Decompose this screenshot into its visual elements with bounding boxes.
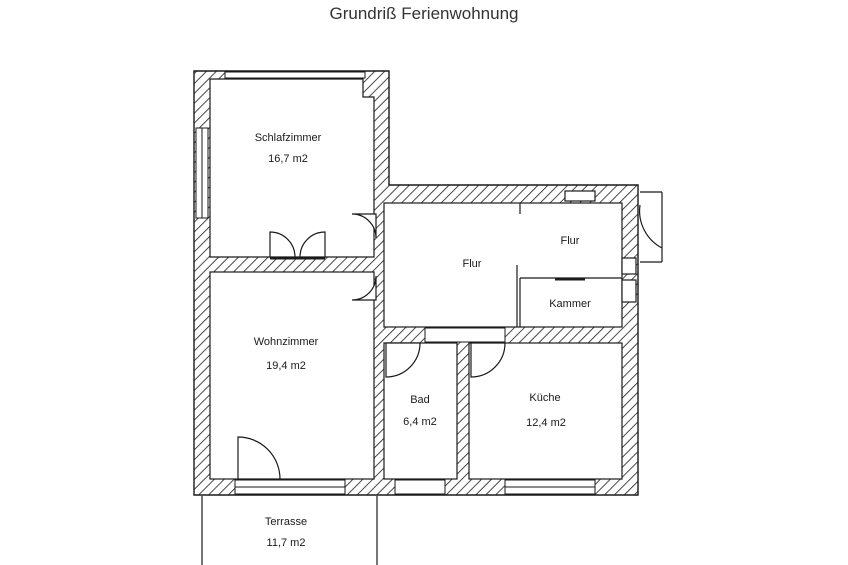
door-bad [385, 342, 421, 378]
label-flur: Flur [463, 258, 482, 270]
room-flur [383, 202, 623, 328]
area-kueche: 12,4 m2 [526, 417, 566, 429]
door-flur-schlafzimmer [351, 213, 377, 239]
window-flur [424, 327, 506, 343]
label-terrasse: Terrasse [265, 516, 307, 528]
room-schlafzimmer [209, 78, 375, 258]
label-kueche: Küche [529, 392, 560, 404]
flur-niche [564, 190, 596, 202]
door-terrasse [237, 436, 281, 480]
label-wohnzimmer: Wohnzimmer [254, 336, 319, 348]
plan-title: Grundriß Ferienwohnung [329, 4, 519, 23]
room-wohnzimmer [209, 271, 375, 480]
area-schlafzimmer: 16,7 m2 [268, 153, 308, 165]
window-bad [394, 479, 446, 495]
kammer-side-niche [621, 279, 637, 303]
door-schlafzimmer-wohnzimmer [269, 231, 296, 258]
label-bad: Bad [410, 394, 430, 406]
area-bad: 6,4 m2 [403, 416, 437, 428]
area-terrasse: 11,7 m2 [267, 537, 306, 549]
label-flur-small: Flur [561, 235, 580, 247]
window-schlafzimmer-top [224, 71, 366, 79]
door-kueche [470, 342, 506, 378]
door-entrance [638, 204, 663, 249]
label-schlafzimmer: Schlafzimmer [255, 132, 322, 144]
door-flur-wohnzimmer [351, 275, 377, 301]
area-wohnzimmer: 19,4 m2 [266, 360, 306, 372]
label-kammer: Kammer [549, 298, 591, 310]
flur-side-niche [621, 257, 637, 275]
